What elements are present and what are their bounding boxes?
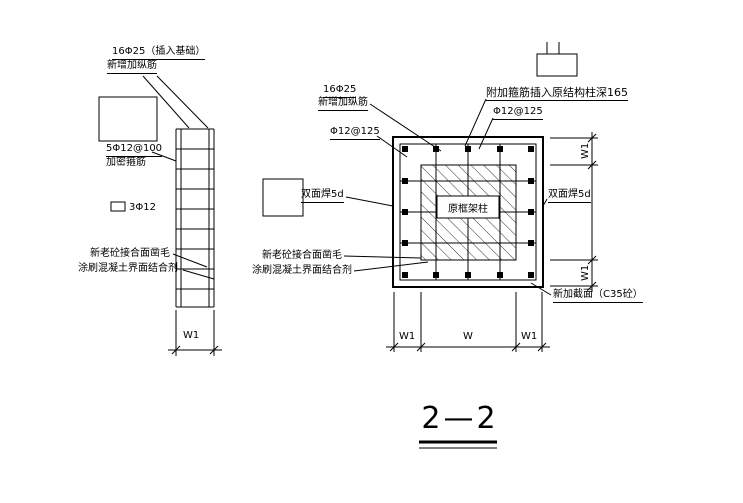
plan-dim-right-top: W1 [580,142,591,159]
plan-interface-note-line2: 涂刷混凝土界面结合剂 [252,265,352,276]
plan-new-section-note: 新加截面（C35砼） [553,289,643,303]
elev-stirrup-note-line1: 5Φ12@100 [106,143,163,157]
plan-weld-note-left: 双面焊5d [301,189,344,203]
plan-linework [262,42,598,352]
original-column-label-box [436,195,500,219]
new-section-outline [392,136,544,288]
plan-added-hoop-note: 附加箍筋插入原结构柱深165 [486,86,628,101]
plan-dim-right-bottom: W1 [580,264,591,281]
plan-dim-bottom-right: W1 [521,331,538,342]
section-title: 2—2 [421,401,499,436]
plan-rebar-note-line2: 新增加纵筋 [318,97,368,111]
plan-dim-bottom-middle: W [463,331,473,342]
hook-detail-box [536,53,578,77]
elevation-linework [98,75,222,356]
elev-interface-note-line1: 新老砼接合面凿毛 [90,248,170,259]
plan-hoop-spacing-left: Φ12@125 [330,126,380,140]
plan-dim-bottom-left: W1 [399,331,416,342]
plan-hoop-spacing-top-right: Φ12@125 [493,106,543,120]
elevation-detail-box [98,96,158,142]
elev-bar-note: 3Φ12 [129,202,156,213]
plan-weld-note-right: 双面焊5d [548,189,591,203]
longitudinal-bars [402,146,534,278]
elev-stirrup-note-line2: 加密箍筋 [106,157,146,168]
plan-original-column-label: 原框架柱 [448,203,488,215]
bar-symbol [110,201,126,212]
plan-rebar-note-line1: 16Φ25 [323,84,357,98]
elev-dim-w1: W1 [183,330,200,341]
elev-top-note-line1: 16Φ25（插入基础） [112,46,206,60]
elev-interface-note-line2: 涂刷混凝土界面结合剂 [78,263,178,274]
elev-top-note-line2: 新增加纵筋 [107,60,157,74]
plan-interface-note-line1: 新老砼接合面凿毛 [262,250,342,261]
weld-detail-box [262,178,304,217]
section-title-underline [419,440,497,449]
